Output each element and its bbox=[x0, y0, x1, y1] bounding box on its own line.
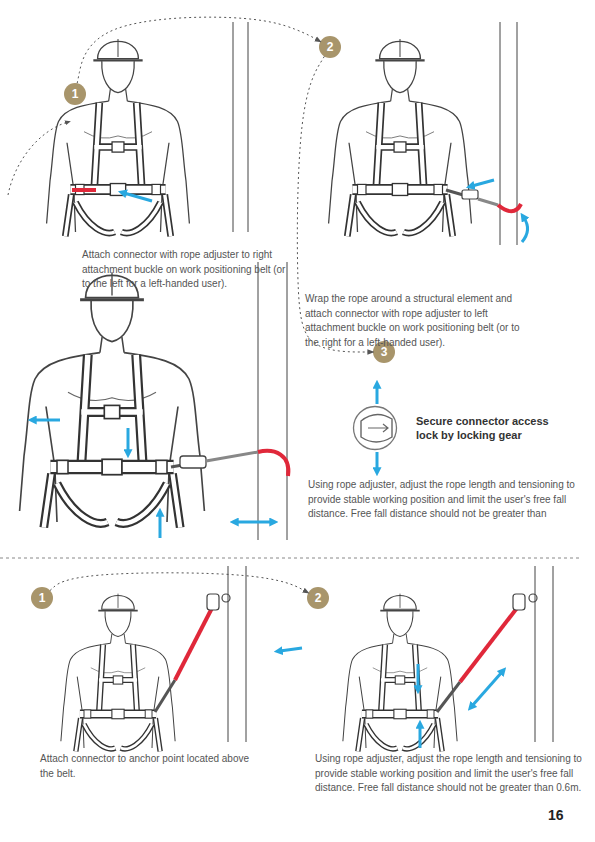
lock-icon-part bbox=[361, 414, 392, 442]
panel-wrap-rope-part bbox=[500, 22, 501, 245]
lock-icon-part bbox=[368, 424, 388, 432]
panel-anchor-above-part bbox=[222, 594, 230, 602]
lock-icon-part bbox=[376, 386, 379, 404]
flow-arrow bbox=[77, 17, 320, 83]
panel-adjust-rope-part bbox=[127, 428, 130, 452]
panel-adjust-rope-part bbox=[236, 521, 272, 524]
panel-wrap-rope-part bbox=[472, 180, 494, 186]
panel-attach-right bbox=[47, 22, 248, 236]
page-number: 16 bbox=[548, 806, 578, 824]
lock-icon-part bbox=[376, 452, 379, 470]
panel-adjust-rope-part bbox=[287, 262, 288, 540]
panel-anchor-above-part bbox=[246, 566, 247, 742]
step-circle-fill bbox=[31, 587, 53, 609]
flow-arrow bbox=[297, 56, 373, 352]
panel-anchor-adjust-part bbox=[535, 566, 536, 742]
instruction-caption: Using rope adjuster, adjust the rope len… bbox=[315, 752, 583, 796]
callout-number: 1 bbox=[31, 587, 53, 609]
instruction-caption: Wrap the rope around a structural elemen… bbox=[305, 292, 533, 350]
step-circle-fill bbox=[307, 587, 329, 609]
panel-adjust-rope-part bbox=[258, 451, 288, 476]
panel-anchor-above-part bbox=[175, 608, 212, 680]
panel-anchor-adjust bbox=[280, 566, 553, 751]
panel-wrap-rope-part bbox=[498, 204, 521, 211]
panel-adjust-rope-part bbox=[258, 262, 259, 540]
step-number: 1 bbox=[31, 587, 53, 609]
panel-adjust-rope-part bbox=[180, 456, 206, 468]
instruction-caption: Attach connector to anchor point located… bbox=[40, 752, 265, 781]
panel-adjust-rope bbox=[20, 262, 289, 540]
panel-anchor-above-part bbox=[228, 566, 229, 742]
panel-adjust-rope-part bbox=[159, 514, 162, 538]
callout-number: 2 bbox=[319, 36, 341, 58]
panel-anchor-above-part bbox=[207, 594, 219, 610]
flow-arrow bbox=[8, 122, 68, 195]
lock-callout: Secure connector access lock by locking … bbox=[352, 405, 552, 451]
instruction-caption: Using rope adjuster, adjust the rope len… bbox=[308, 478, 576, 522]
worker-figure bbox=[343, 594, 457, 752]
panel-attach-right-part bbox=[233, 22, 234, 232]
panel-anchor-adjust-part bbox=[529, 594, 537, 602]
lock-circle bbox=[352, 405, 398, 451]
panel-adjust-rope-part bbox=[34, 419, 60, 422]
panel-attach-right-part bbox=[72, 188, 96, 192]
panel-anchor-adjust-part bbox=[472, 672, 502, 706]
step-circle-fill bbox=[319, 36, 341, 58]
callout-number: 1 bbox=[64, 83, 86, 105]
callout-text: Secure connector access lock by locking … bbox=[416, 414, 551, 442]
callout-number: 2 bbox=[307, 587, 329, 609]
panel-anchor-adjust-part bbox=[280, 648, 302, 651]
worker-figure bbox=[61, 594, 175, 752]
panel-wrap-rope bbox=[329, 22, 528, 245]
lock-icon bbox=[361, 386, 392, 470]
panel-attach-right-part bbox=[248, 22, 249, 232]
panel-wrap-rope-part bbox=[522, 218, 528, 242]
panel-anchor-above-part bbox=[155, 680, 175, 712]
lock-circle-outline bbox=[354, 407, 397, 450]
step-circle-fill bbox=[64, 83, 86, 105]
worker-figure bbox=[329, 39, 472, 236]
panel-anchor-adjust-part bbox=[460, 608, 517, 682]
panel-anchor-adjust-part bbox=[437, 682, 460, 712]
panel-anchor-adjust-part bbox=[553, 566, 554, 742]
panel-anchor-above bbox=[61, 566, 246, 751]
section-divider bbox=[0, 558, 582, 559]
panel-wrap-rope-part bbox=[462, 190, 478, 199]
worker-figure bbox=[47, 39, 190, 236]
step-number: 2 bbox=[319, 36, 341, 58]
panel-adjust-rope-part bbox=[206, 452, 258, 461]
panel-anchor-adjust-part bbox=[513, 594, 525, 610]
panel-wrap-rope-part bbox=[478, 199, 498, 205]
worker-figure bbox=[20, 272, 205, 527]
instruction-caption: Attach connector with rope adjuster to r… bbox=[82, 248, 294, 292]
panel-anchor-adjust-part bbox=[417, 664, 420, 688]
step-number: 1 bbox=[64, 83, 86, 105]
panel-attach-right-part bbox=[124, 193, 152, 201]
panel-anchor-adjust-part bbox=[419, 726, 422, 748]
flow-arrow bbox=[50, 573, 308, 593]
step-number: 2 bbox=[307, 587, 329, 609]
